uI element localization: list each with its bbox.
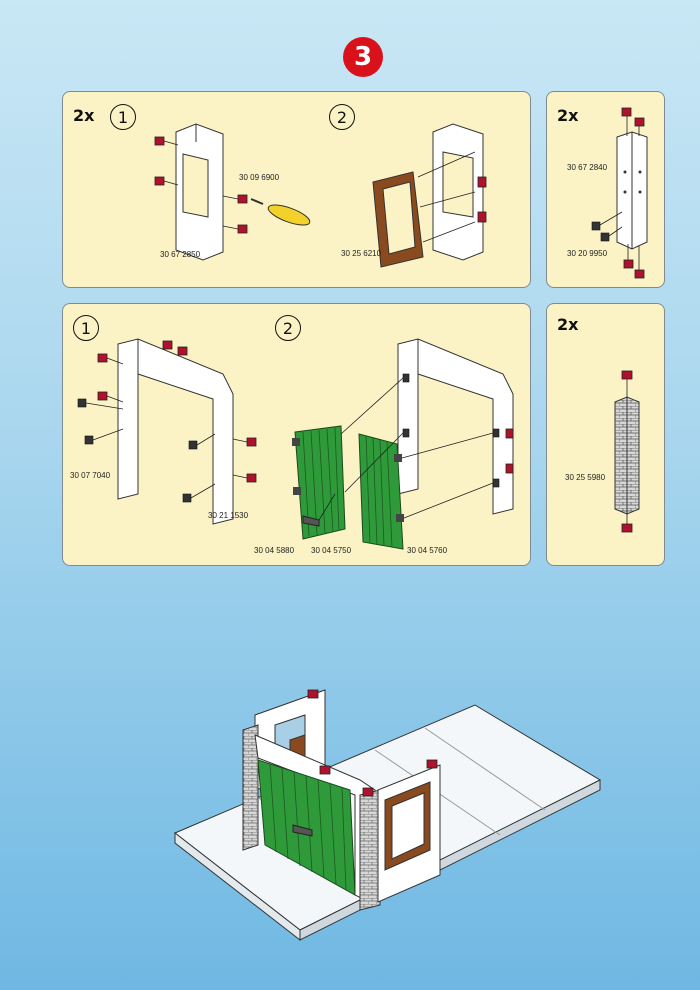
white-window-frame: [432, 123, 484, 261]
white-pillar: [616, 131, 648, 250]
panel-brick-pillar: 2x 30 25 5980: [546, 303, 665, 566]
quantity-label: 2x: [557, 315, 579, 334]
green-door-right: [358, 433, 404, 550]
red-connector-icon: [237, 224, 248, 234]
substep-1-marker: 1: [73, 315, 99, 341]
red-connector-icon: [621, 523, 633, 533]
part-number: 30 07 7040: [70, 471, 111, 480]
front-doorway-wall: [254, 734, 376, 906]
part-number: 30 09 6900: [239, 173, 280, 182]
pillar-assembly-illustration: [591, 107, 648, 279]
brick-pillar-illustration: [614, 370, 640, 533]
step-number-badge: 3: [343, 37, 383, 77]
red-connector-icon: [621, 370, 633, 380]
white-window-frame: [175, 123, 224, 261]
panel-pillar-assembly: 2x 30 67 2840 30 20 9950: [546, 91, 665, 288]
part-number: 30 04 5750: [311, 546, 352, 555]
panel-window-assembly: 2x 1 2 30 09 6900 30 67 2850 30 25 6210: [62, 91, 531, 288]
door-latch: [292, 824, 313, 837]
substep-1-marker: 1: [110, 104, 136, 130]
brick-pillar-left: [242, 724, 259, 851]
black-connector-icon: [600, 232, 610, 242]
substep-2-marker: 2: [329, 104, 355, 130]
brick-pillar-right: [359, 789, 381, 911]
panel-doorway-assembly: 1 2 30 07 7040 30 21 1530 30 04 5880 30 …: [62, 303, 531, 566]
part-number: 30 25 6210: [341, 249, 382, 258]
window-wall: [377, 764, 441, 903]
brown-window-insert: [372, 171, 424, 268]
red-connector-icon: [237, 194, 248, 204]
green-door-left: [292, 425, 346, 540]
black-connector-icon: [591, 221, 601, 231]
red-connector-icon: [154, 136, 165, 146]
window-assembly-illustration: [154, 123, 487, 268]
part-number: 30 67 2840: [567, 163, 608, 172]
white-doorway-frame: [397, 338, 514, 515]
white-doorway-frame: [117, 338, 234, 525]
part-number: 30 25 5980: [565, 473, 606, 482]
quantity-label: 2x: [73, 106, 95, 125]
part-number: 30 67 2850: [160, 250, 201, 259]
doorway-assembly-illustration: [77, 338, 514, 550]
quantity-label: 2x: [557, 106, 579, 125]
part-number: 30 20 9950: [567, 249, 608, 258]
black-latch: [302, 515, 320, 527]
part-number: 30 04 5880: [254, 546, 295, 555]
part-number: 30 04 5760: [407, 546, 448, 555]
red-connector-icon: [154, 176, 165, 186]
substep-2-marker: 2: [275, 315, 301, 341]
assembled-building-illustration: [174, 689, 602, 942]
part-number: 30 21 1530: [208, 511, 249, 520]
grey-brick-pillar: [614, 396, 640, 515]
yellow-tool-icon: [250, 198, 311, 226]
